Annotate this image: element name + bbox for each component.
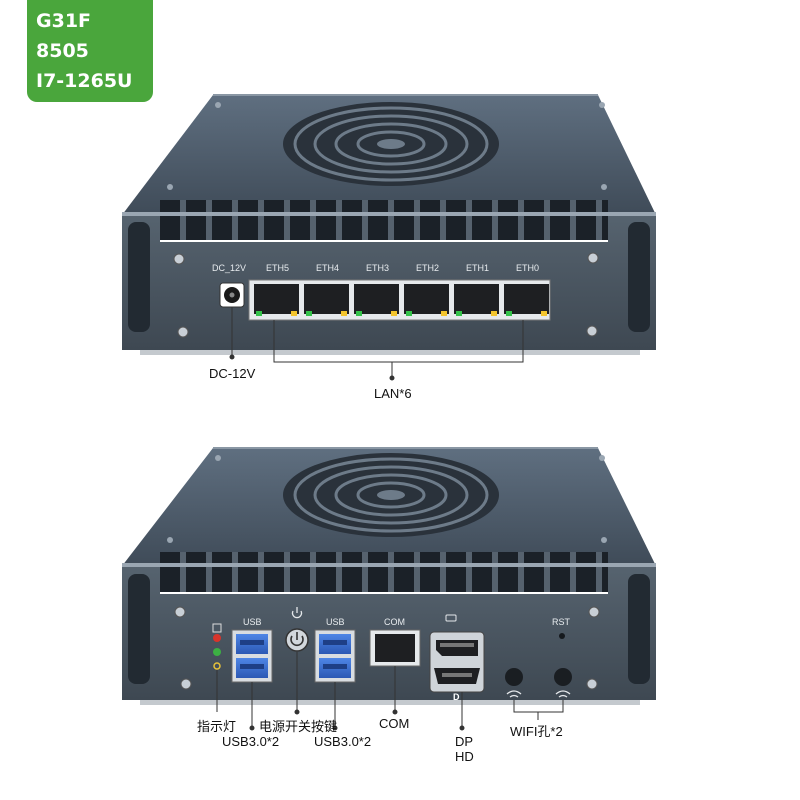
usb-left-callout: USB3.0*2 [222, 734, 280, 749]
usb-right-callout: USB3.0*2 [314, 734, 372, 749]
usb3-ports-right [314, 629, 356, 683]
eth3-label: ETH3 [366, 263, 390, 273]
dc-12v-jack [219, 282, 245, 308]
displayport-icon: D [453, 692, 460, 702]
dp-callout: DP [455, 734, 474, 749]
eth4-label: ETH4 [316, 263, 340, 273]
rj45-port-eth0 [504, 284, 549, 316]
bottom-unit-vent-fins [160, 552, 608, 592]
rj45-port-eth5 [254, 284, 299, 316]
com-callout: COM [379, 716, 410, 731]
rj45-port-eth4 [304, 284, 349, 316]
usb-right-label: USB [326, 617, 345, 627]
wifi-icon-right [555, 690, 571, 698]
eth1-label: ETH1 [466, 263, 490, 273]
com-console-port [369, 629, 421, 667]
led-red [213, 634, 221, 642]
spec-badge: G31F 8505 I7-1265U [27, 0, 153, 102]
dp-hd-video-ports: D [429, 614, 485, 702]
top-unit-vent-fins [160, 200, 608, 240]
rj45-port-eth1 [454, 284, 499, 316]
led-green [213, 648, 221, 656]
storage-activity-icon [212, 623, 222, 633]
hd-callout: HD [455, 749, 474, 764]
lan-port-block [248, 279, 551, 321]
badge-cpu: I7-1265U [36, 70, 133, 92]
bottom-unit: D [122, 447, 656, 705]
wifi-callout: WIFI孔*2 [510, 724, 563, 739]
led-sun-icon [213, 662, 221, 670]
badge-model: G31F [36, 10, 92, 32]
eth2-label: ETH2 [416, 263, 440, 273]
power-icon [291, 610, 303, 619]
bottom-unit-fan-grille [283, 453, 499, 537]
bottom-callout-lines [216, 652, 564, 731]
usb3-ports-left [231, 629, 273, 683]
status-indicator-leds [212, 623, 222, 670]
wifi-antenna-holes [505, 668, 572, 698]
usb-left-label: USB [243, 617, 262, 627]
badge-chipset: 8505 [36, 40, 89, 62]
dc-port-label: DC_12V [212, 263, 247, 273]
reset-pinhole [559, 633, 565, 639]
hdmi-icon [445, 614, 457, 622]
indicator-callout: 指示灯 [197, 719, 237, 734]
rj45-port-eth2 [404, 284, 449, 316]
dc-12v-callout: DC-12V [209, 366, 256, 381]
eth5-label: ETH5 [266, 263, 290, 273]
rj45-port-eth3 [354, 284, 399, 316]
eth0-label: ETH0 [516, 263, 540, 273]
top-unit [122, 94, 656, 355]
rst-label: RST [552, 617, 570, 627]
wifi-icon-left [506, 690, 522, 698]
top-callout-lines [229, 307, 524, 381]
power-button-callout: 电源开关按键 [259, 719, 338, 734]
lan-callout: LAN*6 [374, 386, 412, 401]
top-unit-fan-grille [283, 102, 499, 186]
com-port-label: COM [384, 617, 405, 627]
power-button [285, 607, 309, 652]
